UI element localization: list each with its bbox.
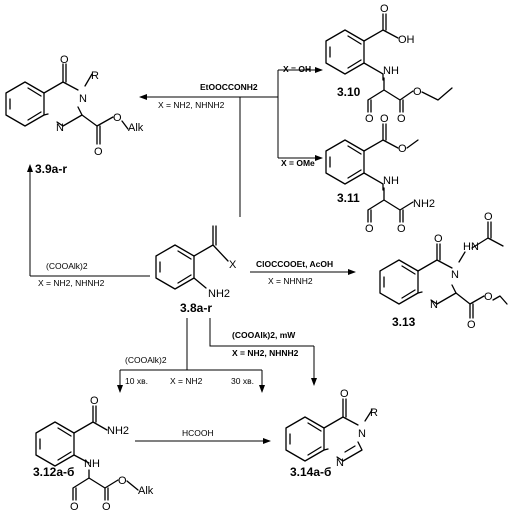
condition-label: X = NH2 <box>170 376 203 386</box>
ring-nitrogen-1: N <box>56 122 64 134</box>
ester-carbonyl-oxygen: O <box>467 319 476 331</box>
compound-3-12: O NH2 NH O O O Alk 3.12a-б <box>33 395 154 513</box>
carbonyl-oxygen: O <box>94 146 103 158</box>
ester-oxygen: O <box>113 112 122 124</box>
methoxy-oxygen: O <box>398 143 407 155</box>
alkyl-group: Alk <box>138 485 154 497</box>
ester-carbonyl-oxygen: O <box>102 501 111 513</box>
ring-nitrogen-1: N <box>336 457 344 469</box>
reagent-label: (COOAlk)2 <box>46 261 88 271</box>
ester-oxygen: O <box>484 291 493 303</box>
route-microwave-to-3-14: (COOAlk)2, mW X = NH2, NHNH2 <box>209 318 317 386</box>
amide-oxygen-2: O <box>397 223 406 235</box>
x-substituent: X <box>229 259 237 271</box>
route-to-3-9-via-oxalate: (COOAlk)2 X = NH2, NHNH2 <box>27 164 150 288</box>
hydrazide-nh: HN <box>463 241 479 253</box>
condition-label: X = NH2, NHNH2 <box>158 100 225 110</box>
acid-carbonyl-oxygen: O <box>380 3 389 15</box>
reagent-label: (COOAlk)2, mW <box>232 330 296 340</box>
compound-label-3-8: 3.8a-r <box>180 301 212 315</box>
hydroxyl-group: OH <box>398 34 415 46</box>
amide-nh: NH <box>383 65 399 77</box>
ester-carbonyl-oxygen: O <box>397 113 406 125</box>
compound-3-10: O OH NH O O O 3.10 <box>325 3 453 125</box>
reagent-label: (COOAlk)2 <box>125 355 167 365</box>
ring-nitrogen-3: N <box>79 93 87 105</box>
compound-label-3-12: 3.12a-б <box>33 465 74 479</box>
ring-nitrogen-1: N <box>430 299 438 311</box>
ester-carbonyl-oxygen: O <box>380 113 389 125</box>
ester-oxygen: O <box>413 86 422 98</box>
compound-3-8: X NH2 3.8a-r <box>155 225 237 315</box>
terminal-amino: NH2 <box>413 198 435 210</box>
condition-label: X = NH2, NHNH2 <box>38 278 105 288</box>
oxo-oxygen: O <box>340 388 349 400</box>
compound-3-13: O HN O N N O O 3.13 <box>379 211 508 331</box>
condition-label: X = NHNH2 <box>268 276 313 286</box>
route-cyclization-hcooh: HCOOH <box>135 428 271 444</box>
amino-group: NH2 <box>208 288 230 300</box>
compound-3-9: O N R N O O Alk 3.9a-r <box>5 54 144 176</box>
r-substituent: R <box>91 70 99 82</box>
time-10-min: 10 хв. <box>125 376 148 386</box>
oxo-oxygen: O <box>434 233 443 245</box>
route-branch-10-30-min: (COOAlk)2 10 хв. X = NH2 30 хв. <box>117 318 265 393</box>
ring-nitrogen-3: N <box>358 428 366 440</box>
route-to-3-13: ClOCCOOEt, AcOH X = NHNH2 <box>250 259 356 286</box>
oxalyl-oxygen: O <box>70 501 79 513</box>
reagent-label: EtOOCCONH2 <box>200 82 258 92</box>
condition-label: X = NH2, NHNH2 <box>232 348 299 358</box>
ring-nitrogen-3: N <box>451 269 459 281</box>
amide-amino: NH2 <box>107 425 129 437</box>
compound-3-11: O O NH O O NH2 3.11 <box>325 113 435 235</box>
amide-nh: NH <box>383 175 399 187</box>
reagent-label: ClOCCOOEt, AcOH <box>256 259 333 269</box>
ester-oxygen: O <box>118 475 127 487</box>
compound-3-14: O N R N 3.14a-б <box>285 388 378 479</box>
reagent-label: HCOOH <box>182 428 214 438</box>
condition-x-ome: X = OMe <box>281 158 315 168</box>
compound-label-3-11: 3.11 <box>337 191 360 205</box>
condition-x-oh: X = OH <box>283 64 311 74</box>
time-30-min: 30 хв. <box>231 376 254 386</box>
r-substituent: R <box>370 407 378 419</box>
compound-label-3-13: 3.13 <box>392 315 416 329</box>
compound-label-3-10: 3.10 <box>337 85 361 99</box>
route-branch-to-3-10-3-11: X = OH X = OMe <box>277 64 323 168</box>
alkyl-group: Alk <box>128 122 144 134</box>
amide-oxygen: O <box>365 113 374 125</box>
oxo-oxygen: O <box>60 54 69 66</box>
amide-oxygen-1: O <box>365 223 374 235</box>
amide-oxygen: O <box>90 395 99 407</box>
acetyl-oxygen: O <box>484 211 493 223</box>
compound-label-3-14: 3.14a-б <box>290 465 331 479</box>
compound-label-3-9: 3.9a-r <box>35 162 67 176</box>
anilide-nh: NH <box>84 458 100 470</box>
route-to-3-9-via-ester-amide: EtOOCCONH2 X = NH2, NHNH2 <box>139 82 278 217</box>
